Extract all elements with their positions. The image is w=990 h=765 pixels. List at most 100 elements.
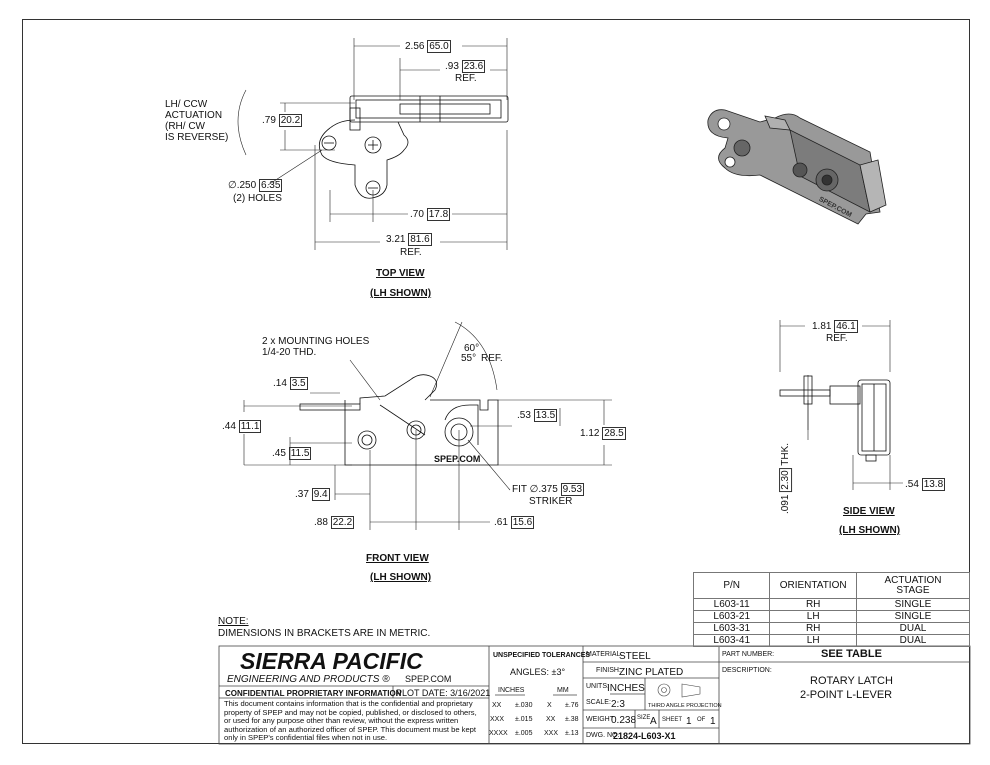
actuation-note-line2: ACTUATION <box>165 110 223 121</box>
dim-mm: 11.5 <box>288 447 312 460</box>
dim-inch: 3.21 <box>386 234 406 245</box>
header-orientation: ORIENTATION <box>769 572 858 599</box>
front-angle1: 60° <box>464 343 480 354</box>
sheet-value: 1 <box>686 716 692 727</box>
fit-label: FIT <box>512 484 527 495</box>
part-number-label: PART NUMBER: <box>722 651 775 658</box>
confidential-title: CONFIDENTIAL PROPRIETARY INFORMATION <box>225 689 402 698</box>
dim-inch: .93 <box>445 61 459 72</box>
description-label: DESCRIPTION: <box>722 667 772 674</box>
side-view-title: SIDE VIEW <box>843 506 895 517</box>
tol-row1-mm: X <box>547 702 552 709</box>
projection-label: THIRD ANGLE PROJECTION <box>648 703 722 709</box>
cell-pn: L603-41 <box>692 634 771 647</box>
finish-value: ZINC PLATED <box>619 667 684 678</box>
side-view-part <box>779 375 891 462</box>
scale-value: 2:3 <box>611 699 625 710</box>
company-sub-text: ENGINEERING AND PRODUCTS <box>227 674 380 685</box>
mounting-holes-line2: 1/4-20 THD. <box>262 347 317 358</box>
header-pn: P/N <box>692 572 771 599</box>
dwg-no-value: 21824-L603-X1 <box>613 731 676 741</box>
tol-row2-in-val: ±.015 <box>515 716 533 723</box>
dim-mm: 15.6 <box>510 516 535 529</box>
actuation-note-line1: LH/ CCW <box>165 99 208 110</box>
dim-mm: 22.2 <box>330 516 355 529</box>
front-dim-h: .61 15.6 <box>494 516 535 529</box>
side-view-dimension-lines <box>779 320 903 490</box>
side-view-subtitle: (LH SHOWN) <box>839 525 901 536</box>
dim-mm: 9.53 <box>560 483 585 496</box>
scale-label: SCALE: <box>586 699 611 706</box>
dim-inch: .61 <box>494 517 508 528</box>
cell-pn: L603-31 <box>692 622 771 635</box>
top-dim-ref1: .93 23.6 <box>445 60 486 73</box>
tolerance-title: UNSPECIFIED TOLERANCES <box>493 652 591 659</box>
units-label: UNITS: <box>586 683 609 690</box>
dim-inch: .53 <box>517 410 531 421</box>
header-actuation: ACTUATION STAGE <box>856 572 970 599</box>
dim-mm: 28.5 <box>602 427 626 440</box>
front-dim-d: .53 13.5 <box>517 409 558 422</box>
dim-inch: .14 <box>273 378 287 389</box>
front-dim-a: .14 3.5 <box>273 377 308 390</box>
top-view-part <box>318 95 509 199</box>
dim-mm: 20.2 <box>278 114 303 127</box>
dim-inch: .45 <box>272 448 286 459</box>
dim-inch: 1.12 <box>580 428 600 439</box>
weight-label: WEIGHT <box>586 716 614 723</box>
cell-actuation: DUAL <box>856 634 970 647</box>
side-dim-w: 1.81 46.1 <box>812 320 858 333</box>
front-angle2: 55° <box>461 353 477 364</box>
tol-row3-in: XXXX <box>489 730 508 737</box>
front-dim-g: .88 22.2 <box>314 516 355 529</box>
size-value: A <box>650 716 657 727</box>
dim-mm: 2.30 <box>779 468 793 492</box>
mounting-holes-line1: 2 x MOUNTING HOLES <box>262 336 370 347</box>
front-dim-f: .37 9.4 <box>295 488 330 501</box>
front-dim-b: .44 11.1 <box>222 420 262 433</box>
dim-inch: 1.81 <box>812 321 832 332</box>
side-thk-dim: .091 2.30 THK. <box>779 442 793 515</box>
front-view-title: FRONT VIEW <box>366 553 429 564</box>
cell-orientation: LH <box>769 634 858 647</box>
company-logo: SIERRA PACIFIC <box>240 648 423 674</box>
dim-inch: .091 <box>780 494 792 515</box>
front-dim-c: .45 11.5 <box>272 447 312 460</box>
dim-inch: 2.56 <box>405 41 425 52</box>
tolerance-angles: ANGLES: ±3° <box>510 667 566 677</box>
dim-inch: ∅.375 <box>529 484 558 495</box>
thk-label: THK. <box>780 442 792 466</box>
cell-actuation: SINGLE <box>856 598 970 611</box>
cell-orientation: LH <box>769 610 858 623</box>
top-dim-hole: .70 17.8 <box>410 208 451 221</box>
tol-row3-mm-val: ±.13 <box>565 730 579 737</box>
tol-row3-mm: XXX <box>544 730 559 737</box>
units-value: INCHES <box>607 683 645 694</box>
weight-value: 0.238 <box>611 715 637 726</box>
tol-row2-mm: XX <box>546 716 556 723</box>
tolerance-mm-header: MM <box>557 687 569 694</box>
cell-orientation: RH <box>769 598 858 611</box>
cell-pn: L603-11 <box>692 598 771 611</box>
note-title: NOTE: <box>218 616 249 627</box>
material-label: MATERIAL: <box>586 651 623 658</box>
top-dim-height: .79 20.2 <box>262 114 303 127</box>
dim-mm: 65.0 <box>427 40 451 53</box>
front-view-subtitle: (LH SHOWN) <box>370 572 432 583</box>
sheets-value: 1 <box>710 716 716 727</box>
front-brand-mark: SPEP.COM <box>434 454 481 464</box>
fit-striker-line1: FIT ∅.375 9.53 <box>512 483 585 496</box>
isometric-view-part <box>707 109 887 225</box>
cell-actuation: SINGLE <box>856 610 970 623</box>
dim-inch: .37 <box>295 489 309 500</box>
registered-mark: ® <box>382 674 390 685</box>
dim-mm: 9.4 <box>311 488 330 501</box>
tol-row2-mm-val: ±.38 <box>565 716 579 723</box>
sheet-label: SHEET <box>662 717 683 723</box>
part-number-value: SEE TABLE <box>821 648 882 660</box>
front-dim-e: 1.12 28.5 <box>580 427 626 440</box>
plot-date: PLOT DATE: 3/16/2021 <box>396 688 491 698</box>
